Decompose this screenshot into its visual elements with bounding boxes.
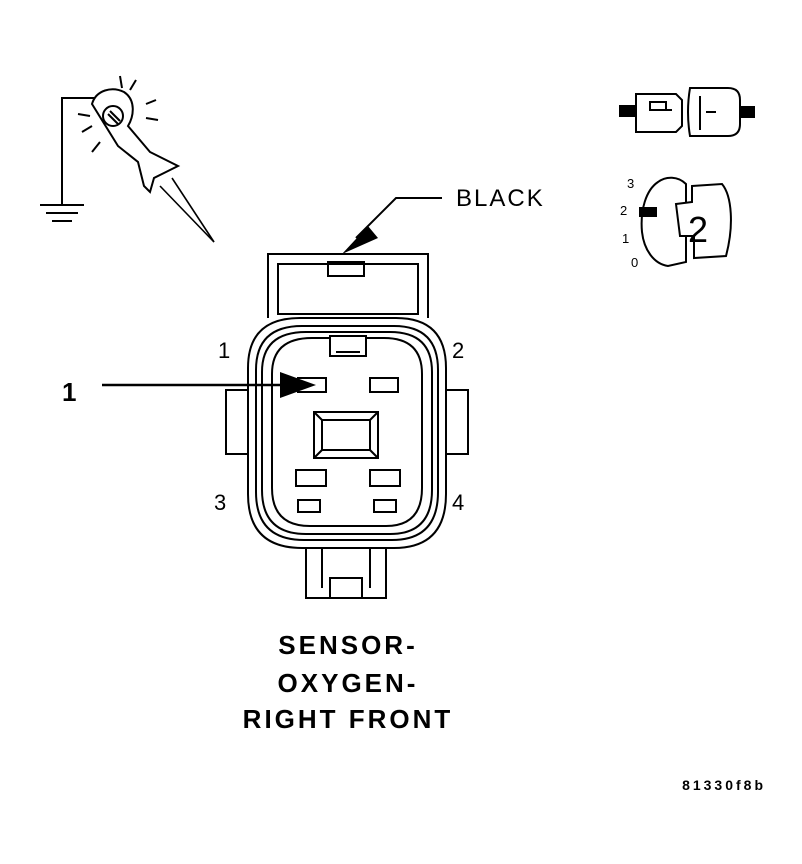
title-line-1: SENSOR- (278, 630, 417, 660)
key-number: 2 (688, 209, 708, 250)
terminal-cavity-4a (369, 469, 401, 487)
figure-id: 81330f8b (682, 777, 766, 793)
pin-label-4: 4 (452, 490, 464, 515)
test-light-probe-icon (61, 75, 215, 243)
callout-number: 1 (62, 377, 76, 407)
key-position-1: 1 (622, 231, 629, 246)
connector-color-label: BLACK (456, 185, 545, 212)
color-leader-arrow (342, 197, 442, 254)
terminal-cavity-3 (297, 499, 321, 513)
connector-face (225, 253, 469, 599)
title-line-2: OXYGEN- (278, 668, 419, 698)
title-line-3: RIGHT FRONT (243, 704, 454, 734)
pin-label-3: 3 (214, 490, 226, 515)
key-position-3: 3 (627, 176, 634, 191)
ground-symbol-icon (40, 204, 84, 222)
terminal-cavity-2 (369, 377, 399, 393)
ignition-key-icon (639, 176, 732, 268)
terminal-cavity-3a (295, 469, 327, 487)
key-position-2: 2 (620, 203, 627, 218)
pin-label-2: 2 (452, 338, 464, 363)
pin-label-1: 1 (218, 338, 230, 363)
terminal-cavity-4 (373, 499, 397, 513)
disconnected-connector-icon (619, 87, 755, 137)
callout-arrow (102, 372, 316, 398)
key-position-0: 0 (631, 255, 638, 270)
